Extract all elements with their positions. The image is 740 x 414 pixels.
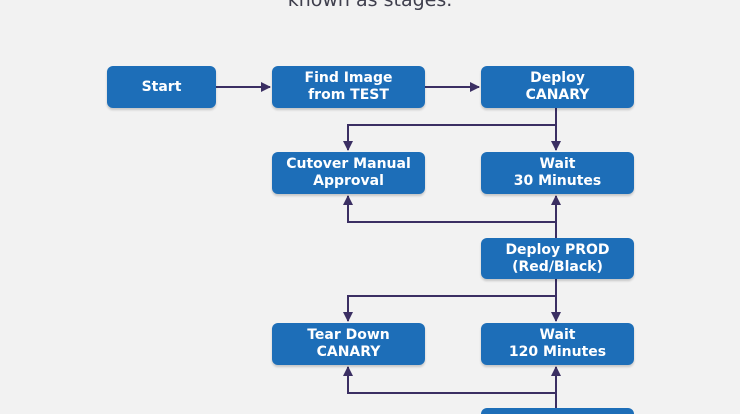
node-deploy-prod-line1: Deploy PROD	[505, 241, 610, 258]
edge-deploy-prod-to-tear-down	[343, 295, 556, 322]
node-deploy-canary-line1: Deploy	[530, 70, 585, 86]
node-find-image: Find Image from TEST	[272, 66, 425, 108]
node-find-image-line2: from TEST	[308, 87, 389, 103]
node-tear-down-line2: CANARY	[316, 344, 381, 360]
node-tear-down-line1: Tear Down	[307, 327, 390, 343]
node-wait-120-line1: Wait	[539, 327, 576, 343]
node-wait-30-line1: Wait	[539, 156, 576, 172]
node-deploy-canary: Deploy CANARY	[481, 66, 634, 108]
node-find-image-line1: Find Image	[304, 70, 393, 86]
node-wait-30: Wait 30 Minutes	[481, 152, 634, 194]
node-cutover-approval: Cutover Manual Approval	[272, 152, 425, 194]
diagram-caption: known as stages.	[287, 0, 453, 11]
node-deploy-prod: Deploy PROD (Red/Black)	[481, 238, 634, 279]
node-wait-30-line2: 30 Minutes	[513, 173, 602, 189]
node-deploy-canary-line2: CANARY	[525, 87, 590, 103]
node-tear-down-canary: Tear Down CANARY	[272, 323, 425, 365]
node-deploy-prod-line2: (Red/Black)	[512, 258, 603, 275]
node-bottom-cropped	[481, 408, 634, 414]
node-wait-120: Wait 120 Minutes	[481, 323, 634, 365]
edge-deploy-prod-to-cutover-approval	[343, 195, 556, 223]
edge-deploy-canary-to-cutover-approval	[343, 124, 556, 151]
node-wait-120-line2: 120 Minutes	[508, 344, 607, 360]
node-cutover-approval-line1: Cutover Manual	[286, 156, 411, 172]
node-cutover-approval-line2: Approval	[313, 173, 384, 189]
edge-bottom-to-tear-down	[343, 366, 556, 394]
node-start: Start	[107, 66, 216, 108]
node-start-label: Start	[141, 78, 182, 95]
